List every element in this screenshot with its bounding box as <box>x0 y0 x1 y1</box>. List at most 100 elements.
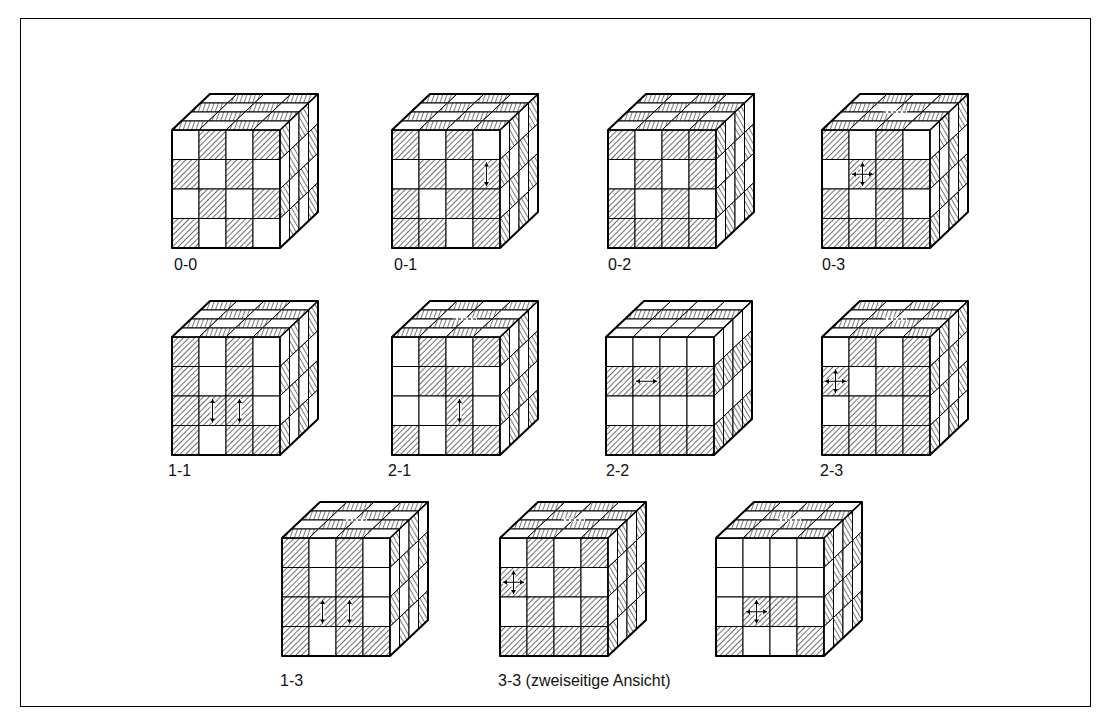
front-cell <box>606 337 633 367</box>
front-cell <box>687 367 714 397</box>
arrow-head <box>320 600 325 604</box>
front-cell <box>527 597 554 627</box>
front-cell <box>797 597 824 627</box>
front-cell <box>797 538 824 568</box>
cube-label: 3-3 (zweiseitige Ansicht) <box>496 672 673 690</box>
front-cell <box>282 538 309 568</box>
front-cell <box>876 160 903 190</box>
front-cell <box>446 396 473 426</box>
front-cell <box>716 627 743 657</box>
front-cell <box>473 367 500 397</box>
front-cell <box>608 130 635 160</box>
cube-edge <box>822 129 930 131</box>
front-cell <box>282 627 309 657</box>
cube-edge <box>823 538 825 656</box>
front-cell <box>903 337 930 367</box>
cube-outline <box>822 94 968 248</box>
move-arrow-halo <box>343 519 367 522</box>
front-cell <box>253 337 280 367</box>
cube-edge <box>716 94 754 130</box>
front-cell <box>770 597 797 627</box>
front-cell <box>662 130 689 160</box>
move-arrow <box>561 520 585 521</box>
arrow-head <box>860 182 865 186</box>
front-cell <box>903 160 930 190</box>
front-cell <box>689 160 716 190</box>
front-cell <box>876 130 903 160</box>
front-cell <box>716 538 743 568</box>
cube-edge <box>822 336 930 338</box>
arrow-head <box>833 389 838 393</box>
cube-edge <box>500 94 538 130</box>
cube-edge <box>713 337 715 455</box>
move-arrow <box>883 319 907 320</box>
front-cell <box>253 426 280 456</box>
front-cell <box>253 130 280 160</box>
front-cell <box>253 219 280 249</box>
cube-edge <box>715 130 717 248</box>
front-cell <box>822 426 849 456</box>
front-cell <box>876 367 903 397</box>
arrow-head <box>237 419 242 423</box>
arrow-head <box>833 370 838 374</box>
front-cell <box>662 219 689 249</box>
front-cell <box>446 219 473 249</box>
front-cell <box>716 568 743 598</box>
front-cell <box>473 189 500 219</box>
cube-edge <box>929 337 931 455</box>
arrow-head <box>754 620 759 624</box>
front-cell <box>226 130 253 160</box>
front-cell <box>662 160 689 190</box>
arrow-head <box>347 620 352 624</box>
cube-edge <box>499 130 501 248</box>
front-cell <box>226 160 253 190</box>
cube-edge <box>392 129 500 131</box>
move-arrow <box>343 520 367 521</box>
cube-outline <box>392 301 538 455</box>
front-cell <box>500 538 527 568</box>
move-arrow-halo <box>485 163 489 187</box>
move-arrow-halo <box>561 519 585 522</box>
cube-edge <box>500 537 608 539</box>
cube-edge <box>280 94 318 130</box>
arrow-head <box>347 600 352 604</box>
frame <box>21 19 1091 707</box>
front-cell <box>309 568 336 598</box>
cube-edge <box>279 130 281 248</box>
front-cell <box>903 426 930 456</box>
move-arrow-halo <box>321 600 325 624</box>
front-cell <box>633 396 660 426</box>
front-cell <box>500 597 527 627</box>
front-cell <box>743 538 770 568</box>
front-cell <box>822 396 849 426</box>
front-cell <box>876 426 903 456</box>
front-cell <box>822 160 849 190</box>
front-cell <box>172 396 199 426</box>
front-cell <box>392 337 419 367</box>
front-cell <box>689 189 716 219</box>
front-cell <box>581 568 608 598</box>
front-cell <box>336 538 363 568</box>
cube-label: 2-2 <box>604 462 631 480</box>
front-cell <box>770 568 797 598</box>
front-cell <box>608 219 635 249</box>
front-cell <box>527 538 554 568</box>
front-cell <box>199 160 226 190</box>
front-cell <box>606 396 633 426</box>
front-cell <box>849 337 876 367</box>
arrow-head <box>503 580 507 585</box>
front-cell <box>172 189 199 219</box>
front-cell <box>660 426 687 456</box>
front-cell <box>336 568 363 598</box>
front-cell <box>797 568 824 598</box>
front-cell <box>473 337 500 367</box>
front-cell <box>199 426 226 456</box>
front-cell <box>446 189 473 219</box>
cube-label: 2-3 <box>818 462 845 480</box>
front-cell <box>689 219 716 249</box>
front-cell <box>199 219 226 249</box>
front-cell <box>527 568 554 598</box>
cube-edge <box>930 301 968 337</box>
front-cell <box>172 219 199 249</box>
